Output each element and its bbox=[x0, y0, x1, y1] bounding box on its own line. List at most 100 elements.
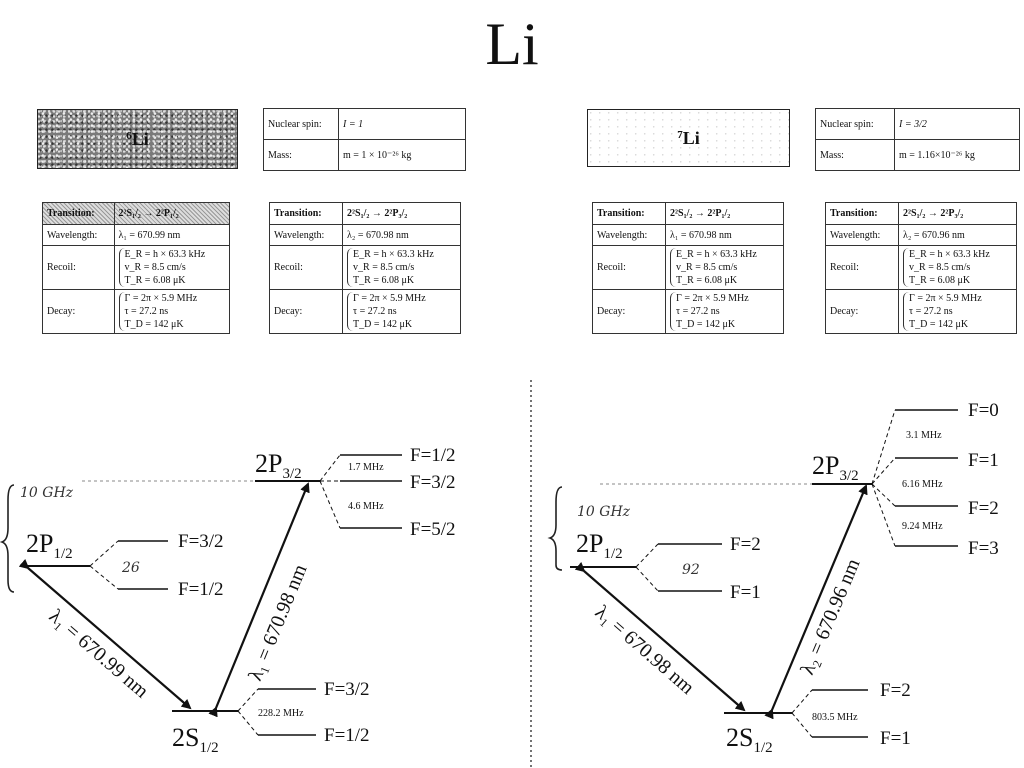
hyperfine-splitting-label: 4.6 MHz bbox=[348, 501, 384, 512]
d1-transition-arrow bbox=[18, 558, 192, 710]
hyperfine-level-label: F=1 bbox=[730, 582, 761, 603]
decay-linewidth: Γ = 2π × 5.9 MHz bbox=[909, 293, 982, 304]
level-2s12-label: 2S1/2 bbox=[726, 723, 773, 756]
recoil-velocity: v_R = 8.5 cm/s bbox=[909, 262, 971, 273]
handwritten-gap-note: 10 GHz bbox=[20, 485, 74, 501]
hyperfine-level-label: F=1/2 bbox=[178, 579, 224, 600]
decay-linewidth: Γ = 2π × 5.9 MHz bbox=[353, 293, 426, 304]
hyperfine-level-label: F=3/2 bbox=[324, 679, 370, 700]
recoil-temperature: T_R = 6.08 μK bbox=[124, 275, 186, 286]
li6-d1-transition-table: Transition: 2²S₁/₂ → 2²P₁/₂ Wavelength: … bbox=[42, 202, 231, 334]
d2-transition-arrow bbox=[208, 482, 310, 718]
li7-d2-transition-table: Transition: 2²S₁/₂ → 2²P₃/₂ Wavelength: … bbox=[824, 202, 1017, 334]
recoil-label: Recoil: bbox=[824, 245, 900, 290]
hyperfine-level-label: F=2 bbox=[880, 680, 911, 701]
table-row: Mass: m = 1.16×10⁻²⁶ kg bbox=[815, 139, 1020, 171]
mass-label: Mass: bbox=[263, 139, 339, 171]
table-row: Recoil: E_R = h × 63.3 kHz v_R = 8.5 cm/… bbox=[268, 245, 461, 290]
fine-structure-brace bbox=[0, 484, 15, 593]
li7-properties-table: Nuclear spin: I = 3/2 Mass: m = 1.16×10⁻… bbox=[815, 108, 1020, 171]
d1-wavelength-label: λ₁ = 670.99 nm bbox=[45, 605, 153, 703]
hyperfine-level-label: F=3/2 bbox=[410, 472, 456, 493]
table-row: Decay: Γ = 2π × 5.9 MHz τ = 27.2 ns T_D … bbox=[591, 289, 784, 334]
table-row: Mass: m = 1 × 10⁻²⁶ kg bbox=[263, 139, 466, 171]
d1-wavelength-label: λ₁ = 670.98 nm bbox=[591, 601, 699, 699]
recoil-energy: E_R = h × 63.3 kHz bbox=[909, 249, 990, 260]
recoil-energy: E_R = h × 63.3 kHz bbox=[353, 249, 434, 260]
recoil-values: E_R = h × 63.3 kHz v_R = 8.5 cm/s T_R = … bbox=[670, 248, 779, 287]
recoil-velocity: v_R = 8.5 cm/s bbox=[676, 262, 738, 273]
li7-d1-transition-table: Transition: 2²S₁/₂ → 2²P₁/₂ Wavelength: … bbox=[591, 202, 784, 334]
decay-values: Γ = 2π × 5.9 MHz τ = 27.2 ns T_D = 142 μ… bbox=[347, 292, 456, 331]
isotope-symbol: Li bbox=[131, 128, 149, 149]
decay-lifetime: τ = 27.2 ns bbox=[124, 306, 169, 317]
decay-lifetime: τ = 27.2 ns bbox=[676, 306, 720, 317]
mass-value: m = 1 × 10⁻²⁶ kg bbox=[338, 139, 466, 171]
decay-linewidth: Γ = 2π × 5.9 MHz bbox=[676, 293, 749, 304]
hyperfine-split-line bbox=[635, 543, 659, 568]
table-row: Recoil: E_R = h × 63.3 kHz v_R = 8.5 cm/… bbox=[42, 245, 231, 290]
isotope-mass-number: 6 bbox=[126, 130, 132, 142]
hyperfine-splitting-label: 1.7 MHz bbox=[348, 462, 384, 473]
hyperfine-splitting-label: 9.24 MHz bbox=[902, 521, 943, 532]
hyperfine-level-label: F=1 bbox=[968, 450, 999, 471]
level-2p32-label: 2P3/2 bbox=[255, 449, 302, 482]
recoil-temperature: T_R = 6.08 μK bbox=[676, 275, 738, 286]
recoil-energy: E_R = h × 63.3 kHz bbox=[676, 249, 757, 260]
hyperfine-level-label: F=1/2 bbox=[410, 445, 456, 466]
hyperfine-split-line bbox=[791, 689, 813, 714]
table-row: Transition: 2²S₁/₂ → 2²P₁/₂ bbox=[42, 202, 231, 225]
hyperfine-level-label: F=5/2 bbox=[410, 519, 456, 540]
hyperfine-split-line bbox=[635, 566, 659, 592]
recoil-label: Recoil: bbox=[591, 245, 667, 290]
li6-d2-transition-table: Transition: 2²S₁/₂ → 2²P₃/₂ Wavelength: … bbox=[268, 202, 461, 334]
hyperfine-splitting-label: 3.1 MHz bbox=[906, 430, 942, 441]
table-row: Recoil: E_R = h × 63.3 kHz v_R = 8.5 cm/… bbox=[591, 245, 784, 290]
table-row: Decay: Γ = 2π × 5.9 MHz τ = 27.2 ns T_D … bbox=[268, 289, 461, 334]
hyperfine-split-line bbox=[871, 483, 896, 547]
doppler-temperature: T_D = 142 μK bbox=[676, 319, 736, 330]
hyperfine-level-label: F=3 bbox=[968, 538, 999, 559]
page-title: Li bbox=[485, 11, 539, 77]
recoil-values: E_R = h × 63.3 kHz v_R = 8.5 cm/s T_R = … bbox=[347, 248, 456, 287]
table-row: Transition: 2²S₁/₂ → 2²P₃/₂ bbox=[268, 202, 461, 225]
decay-label: Decay: bbox=[42, 289, 115, 334]
nuclear-spin-label: Nuclear spin: bbox=[263, 108, 339, 140]
table-row: Decay: Γ = 2π × 5.9 MHz τ = 27.2 ns T_D … bbox=[42, 289, 231, 334]
recoil-label: Recoil: bbox=[268, 245, 344, 290]
hyperfine-split-line bbox=[791, 712, 813, 738]
isotope-mass-number: 7 bbox=[677, 129, 683, 141]
hyperfine-split-line bbox=[237, 710, 259, 736]
hyperfine-split-line bbox=[89, 565, 119, 590]
table-row: Nuclear spin: I = 3/2 bbox=[815, 108, 1020, 140]
doppler-temperature: T_D = 142 μK bbox=[353, 319, 413, 330]
decay-label: Decay: bbox=[268, 289, 344, 334]
hyperfine-split-line bbox=[89, 540, 119, 567]
nuclear-spin-value: I = 3/2 bbox=[894, 108, 1020, 140]
hyperfine-level-label: F=2 bbox=[730, 534, 761, 555]
fine-structure-brace bbox=[547, 486, 563, 571]
handwritten-splitting-note: 92 bbox=[682, 562, 700, 578]
table-row: Wavelength: λ₁ = 670.99 nm bbox=[42, 224, 231, 246]
recoil-temperature: T_R = 6.08 μK bbox=[909, 275, 971, 286]
li6-level-diagram: 10 GHz 2P3/2 F=1/2 F=3/2 F=5/2 1.7 MHz 4… bbox=[0, 445, 456, 756]
hyperfine-level-label: F=2 bbox=[968, 498, 999, 519]
recoil-velocity: v_R = 8.5 cm/s bbox=[353, 262, 415, 273]
li6-properties-table: Nuclear spin: I = 1 Mass: m = 1 × 10⁻²⁶ … bbox=[263, 108, 466, 171]
hyperfine-level-label: F=1/2 bbox=[324, 725, 370, 746]
hyperfine-split-line bbox=[871, 483, 896, 507]
hyperfine-splitting-label: 228.2 MHz bbox=[258, 708, 304, 719]
hyperfine-split-line bbox=[871, 409, 896, 485]
recoil-values: E_R = h × 63.3 kHz v_R = 8.5 cm/s T_R = … bbox=[118, 248, 225, 287]
decay-values: Γ = 2π × 5.9 MHz τ = 27.2 ns T_D = 142 μ… bbox=[670, 292, 779, 331]
decay-values: Γ = 2π × 5.9 MHz τ = 27.2 ns T_D = 142 μ… bbox=[118, 292, 225, 331]
level-2p32-label: 2P3/2 bbox=[812, 451, 859, 484]
recoil-velocity: v_R = 8.5 cm/s bbox=[124, 262, 186, 273]
d2-wavelength-label: λ₂ = 670.96 nm bbox=[796, 555, 864, 678]
table-row: Wavelength: λ₂ = 670.98 nm bbox=[268, 224, 461, 246]
d2-wavelength-label: λ₁ = 670.98 nm bbox=[244, 561, 311, 684]
isotope-symbol: Li bbox=[682, 127, 700, 148]
